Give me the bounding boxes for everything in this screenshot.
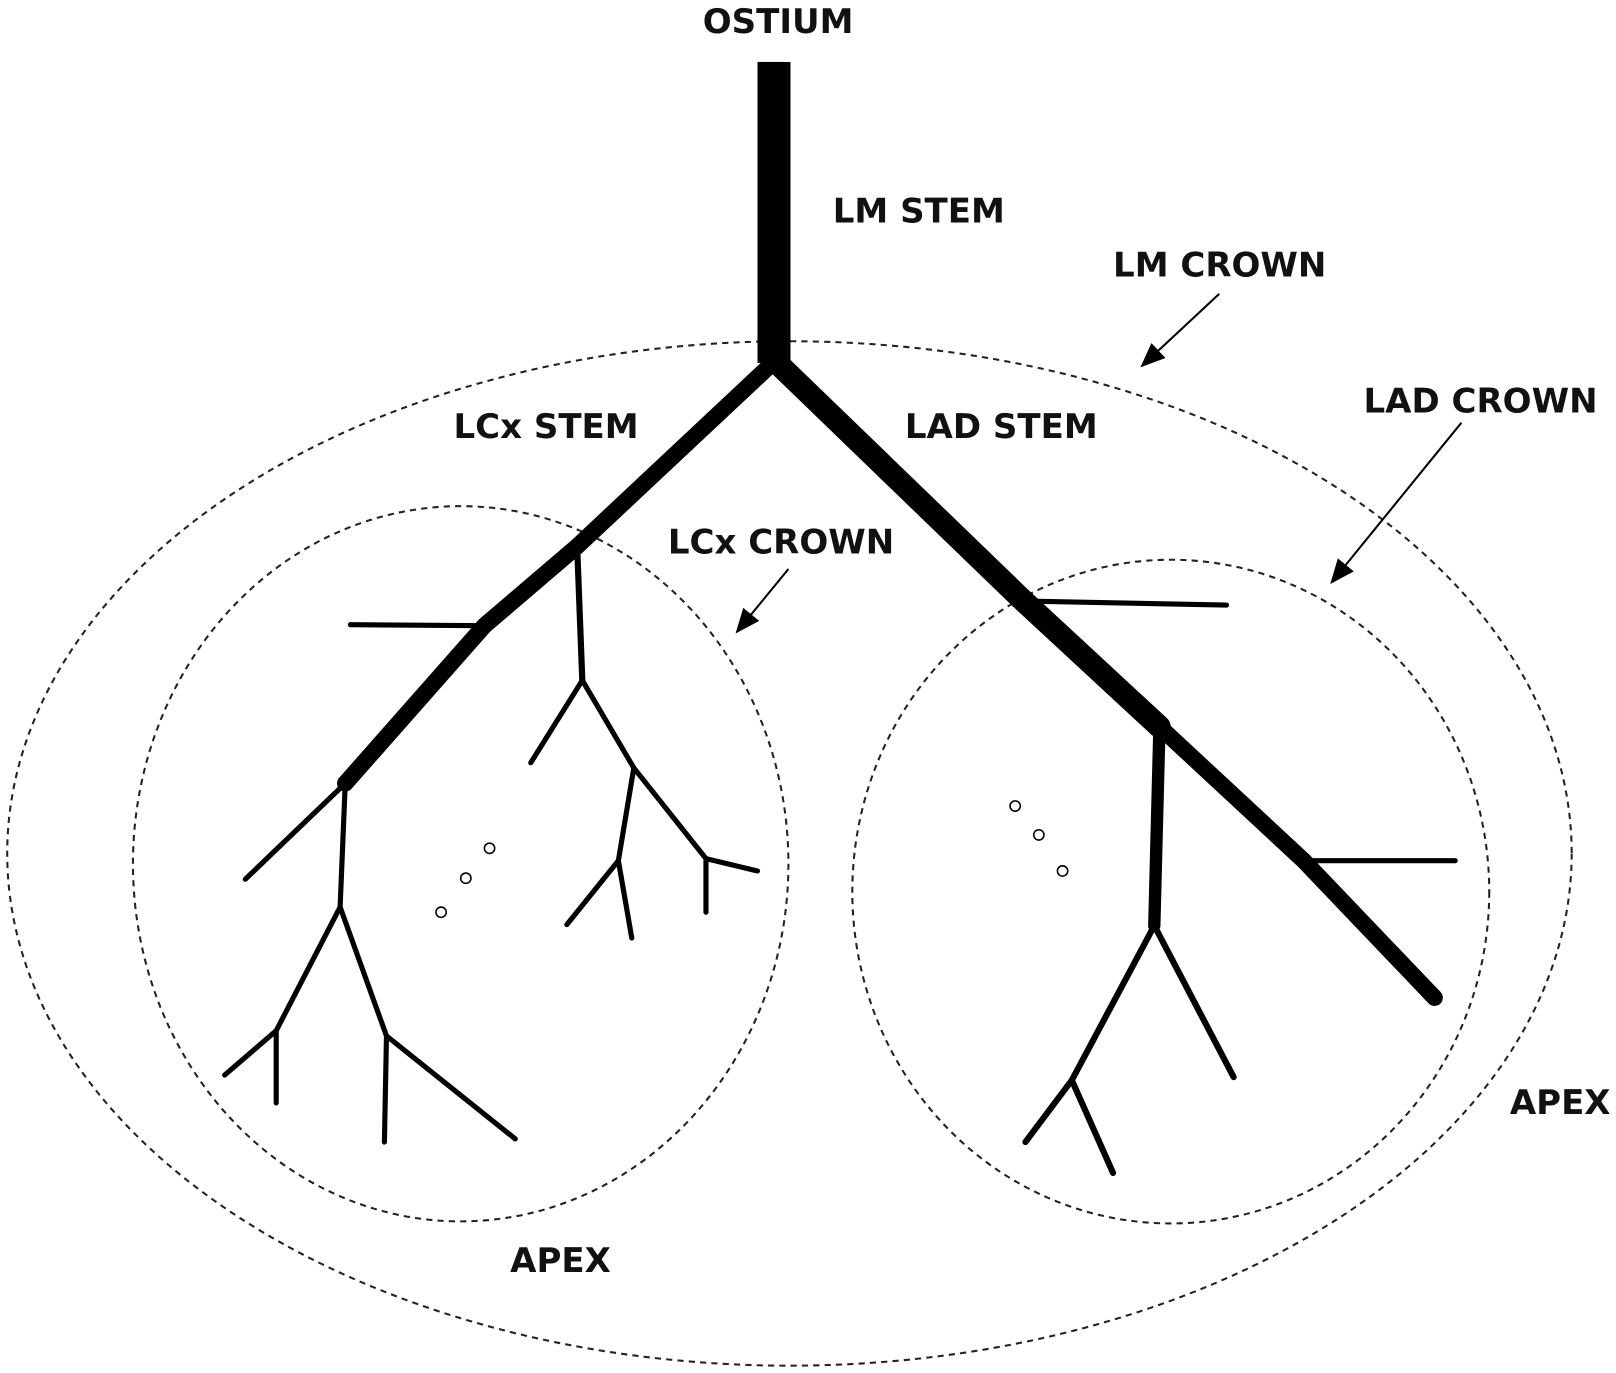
lad-vessel-tree	[763, 349, 1458, 1177]
apex-right-label: APEX	[1510, 1083, 1611, 1123]
lm-crown-arrow	[1140, 293, 1220, 368]
lm-crown-label: LM CROWN	[1113, 245, 1326, 285]
lad-stem-label: LAD STEM	[905, 407, 1098, 447]
lad-ellipsis-dots	[1009, 800, 1069, 877]
lcx-vessel-tree	[222, 352, 784, 1145]
lcx-stem-label: LCx STEM	[453, 407, 638, 447]
lcx-ellipsis-dots	[435, 842, 496, 919]
lad-crown-arrow	[1330, 422, 1463, 585]
lm-stem-vessel	[757, 61, 791, 363]
lm-stem-label: LM STEM	[833, 192, 1005, 232]
lcx-crown-label: LCx CROWN	[668, 523, 894, 563]
ostium-label: OSTIUM	[703, 2, 854, 42]
lcx-crown-arrow	[735, 568, 790, 634]
lad-crown-label: LAD CROWN	[1364, 381, 1598, 421]
apex-left-label: APEX	[510, 1241, 611, 1281]
lm-crown-outline	[6, 340, 1573, 1367]
lcx-crown-outline	[131, 505, 790, 1223]
lad-crown-outline	[851, 558, 1491, 1225]
